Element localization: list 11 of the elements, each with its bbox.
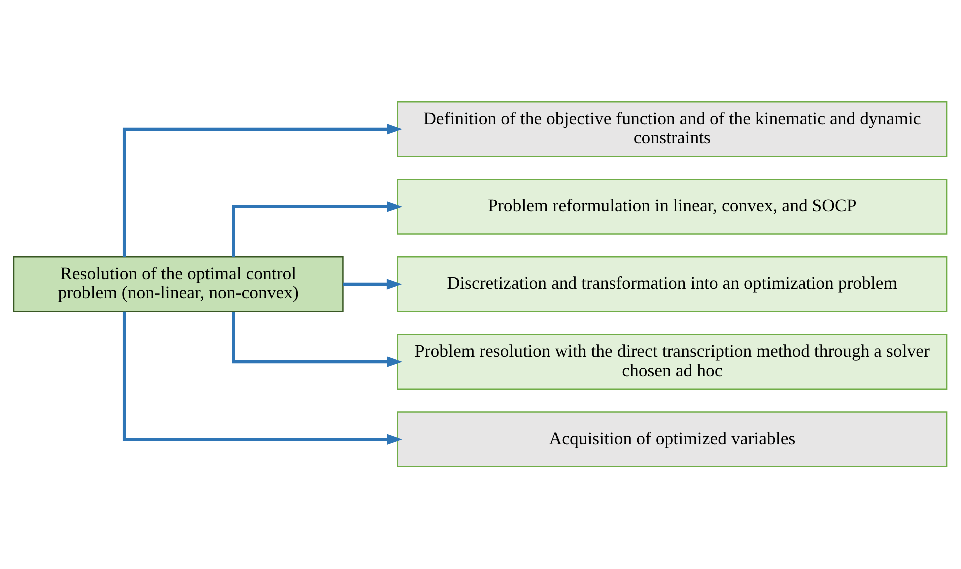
node-box: Problem resolution with the direct transcription method through a solver chosen ad hoc xyxy=(397,334,948,390)
node-box: Definition of the objective function and of the kinematic and dynamic constraints xyxy=(397,101,948,158)
arrow xyxy=(122,124,403,258)
node-box: Problem reformulation in linear, convex, and SOCP xyxy=(397,179,948,235)
node-box: Resolution of the optimal control problem (non-linear, non-convex) xyxy=(13,256,344,312)
arrow xyxy=(343,279,402,290)
arrow xyxy=(232,312,403,368)
arrow xyxy=(122,312,403,445)
arrow xyxy=(232,202,403,257)
node-box: Discretization and transformation into an optimization problem xyxy=(397,256,948,312)
node-box: Acquisition of optimized variables xyxy=(397,412,948,468)
